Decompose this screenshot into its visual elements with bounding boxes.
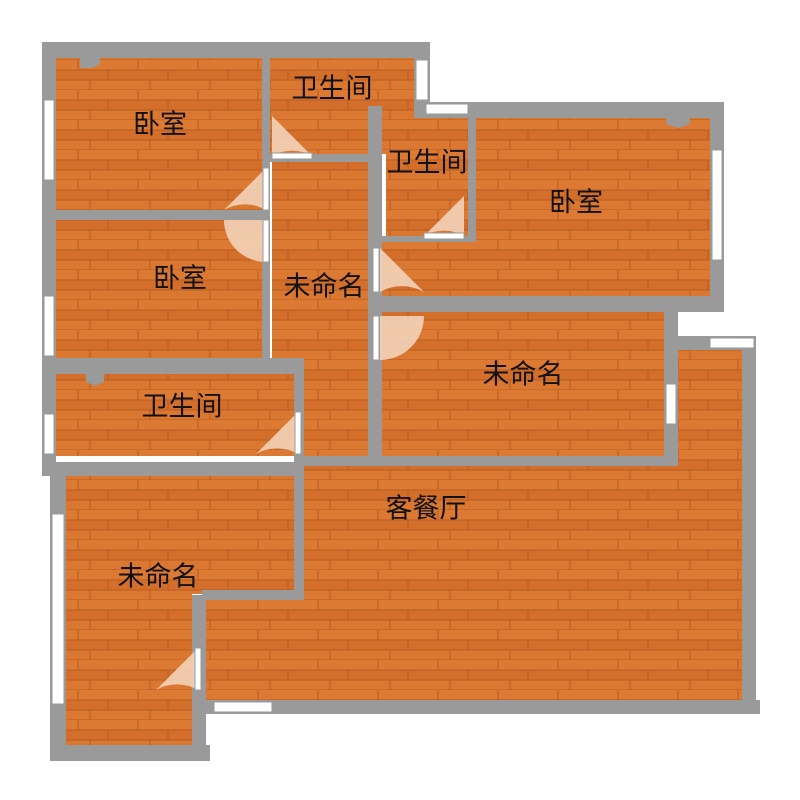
label-bathroom-2: 卫生间 <box>387 148 468 179</box>
label-unnamed-3: 未命名 <box>118 562 199 593</box>
window-unnamed-2 <box>665 383 677 425</box>
window-bedroom-1 <box>43 99 55 181</box>
floor-areas <box>56 58 742 745</box>
window-bathroom-3 <box>43 413 55 455</box>
label-unnamed-2: 未命名 <box>483 360 564 391</box>
floor-bedroom-1 <box>56 58 262 210</box>
door-bedroom-1 <box>224 168 266 210</box>
windows <box>43 59 755 713</box>
floor-unnamed-3-ext <box>66 594 192 745</box>
label-living-dining: 客餐厅 <box>386 494 467 525</box>
door-bathroom-1 <box>272 116 312 156</box>
floor-bedroom-2 <box>56 220 262 358</box>
label-bathroom-3: 卫生间 <box>142 392 223 423</box>
window-bedroom-2 <box>43 295 55 357</box>
floor-living-dining-ext <box>206 596 306 700</box>
label-bedroom-3: 卧室 <box>153 264 207 295</box>
column-markers <box>80 58 690 386</box>
label-bedroom-1: 卧室 <box>133 110 187 141</box>
door-unnamed-3 <box>156 648 198 690</box>
window-living-top <box>709 337 755 349</box>
door-unnamed-2 <box>380 316 424 360</box>
window-bathroom-1 <box>415 59 429 101</box>
floor-bedroom-3 <box>474 118 710 296</box>
door-unnamed-1-bedroom-3 <box>380 248 424 292</box>
window-bathroom-2 <box>425 103 469 115</box>
door-bathroom-2 <box>424 196 464 236</box>
floor-unnamed-3 <box>66 476 294 594</box>
door-bathroom-3 <box>256 412 298 454</box>
doors <box>156 116 465 691</box>
door-bedroom-2 <box>224 220 266 262</box>
floor-bathroom-3 <box>56 374 294 456</box>
label-unnamed-1: 未命名 <box>284 272 365 303</box>
window-living-bottom <box>213 701 273 713</box>
window-unnamed-3 <box>51 513 65 705</box>
label-bathroom-1: 卫生间 <box>292 74 373 105</box>
room-labels: 卧室 卫生间 卫生间 卧室 卧室 未命名 未命名 卫生间 客餐厅 未命名 <box>118 74 604 593</box>
label-bedroom-2: 卧室 <box>549 188 603 219</box>
window-bedroom-3 <box>711 149 723 261</box>
